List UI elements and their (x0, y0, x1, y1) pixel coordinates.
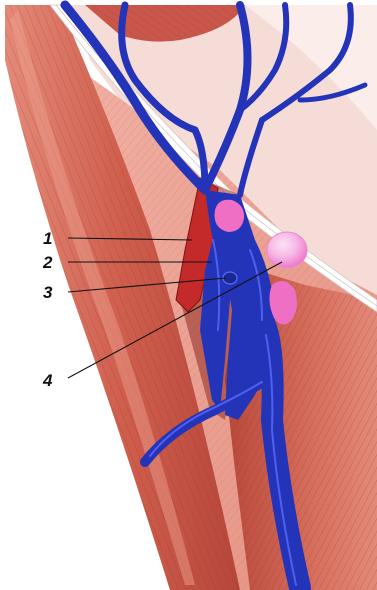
lymph-node-right (267, 232, 307, 268)
label-1: 1 (43, 229, 52, 248)
label-2: 2 (42, 253, 53, 272)
label-3: 3 (43, 283, 53, 302)
label-4: 4 (42, 371, 53, 390)
